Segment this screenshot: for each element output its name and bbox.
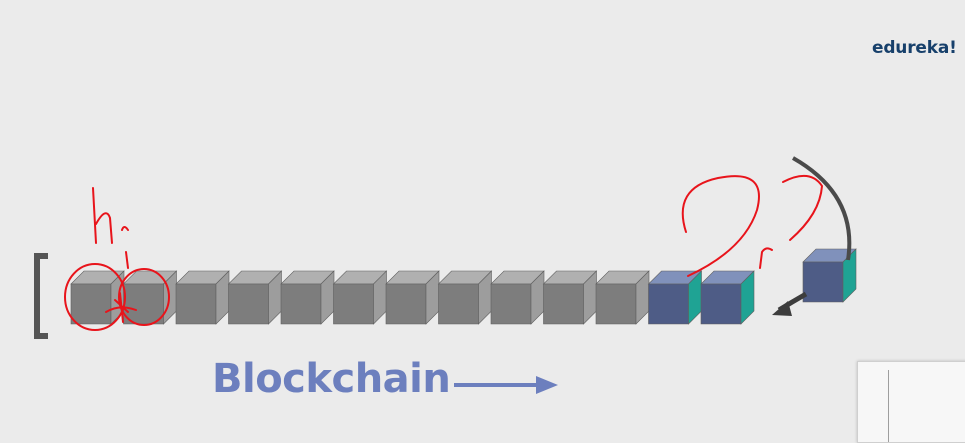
blockchain-diagram [34, 156, 857, 394]
chain-block [227, 270, 283, 325]
edureka-logo: edureka! [872, 38, 957, 58]
chain-block [385, 270, 440, 325]
diagram-caption: Blockchain [212, 356, 451, 402]
incoming-block [802, 248, 857, 303]
corner-panel-seam [888, 370, 889, 442]
corner-panel [857, 361, 965, 443]
pen-annotations [64, 175, 824, 331]
chain-block [490, 270, 545, 325]
annotation-letter-h [92, 187, 113, 244]
chain-block [175, 270, 230, 325]
incoming-block-cube [802, 248, 857, 303]
caption-arrow-head [536, 376, 558, 394]
append-arrow-head [772, 301, 792, 316]
annotation-cross-mark [105, 292, 137, 323]
chain-block [332, 270, 388, 325]
annotation-circle-first-block [64, 263, 126, 331]
chain-block [595, 270, 650, 325]
chain-block [542, 270, 598, 325]
dropping-curve [792, 156, 852, 261]
chain-block [280, 270, 335, 325]
annotation-small-mark [121, 226, 129, 231]
annotation-big-arc [681, 175, 760, 277]
annotation-small-arc [782, 175, 824, 241]
chain-block [437, 270, 493, 325]
chain-block [70, 270, 125, 325]
chain-block [700, 270, 755, 325]
block-chain [70, 270, 755, 325]
chain-block [647, 270, 703, 325]
annotation-r-mark [759, 247, 773, 269]
chain-bracket [34, 253, 48, 339]
annotation-circle-second-block [118, 268, 170, 326]
annotation-vertical-tick [125, 251, 129, 269]
